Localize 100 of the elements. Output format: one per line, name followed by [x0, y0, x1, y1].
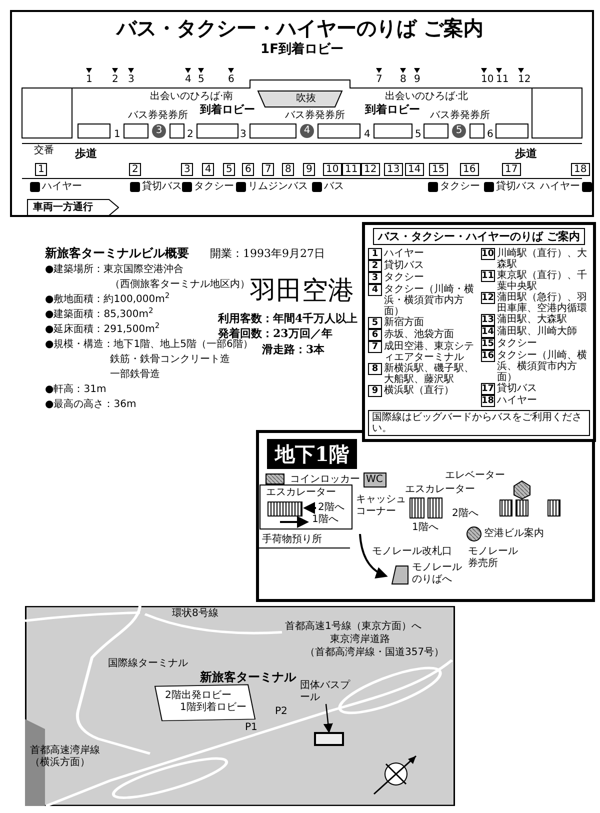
curb-number: 2	[187, 129, 194, 141]
stop-number: 18	[571, 163, 590, 176]
floor-label: WC	[366, 474, 383, 486]
area-label: 歩道	[515, 147, 537, 160]
map-label: 首都高速1号線（東京方面）へ	[285, 621, 422, 633]
spec-item: 一部鉄骨造	[110, 369, 160, 381]
map-label: 1階到着ロビー	[180, 702, 246, 714]
destination-label: 東京駅（直行）、千葉中央駅	[497, 270, 588, 292]
floor-label: エレベーター	[445, 470, 505, 482]
category-label: ハイヤー	[540, 181, 580, 193]
spec-item: ●敷地面積：約100,000m$^{2}$	[45, 294, 170, 306]
gate-number: 4	[185, 74, 192, 86]
category-label: タクシー	[440, 181, 480, 193]
stop-number: 14	[480, 326, 496, 338]
destination-label: 貸切バス	[497, 383, 538, 394]
gate-number: 1	[86, 74, 92, 86]
stop-number: 5	[223, 163, 236, 176]
stop-number: 18	[480, 395, 496, 407]
floor-label: エスカレーター	[405, 484, 475, 496]
floor-label: 空港ビル案内	[484, 528, 544, 540]
stop-number: 4	[368, 284, 382, 296]
stop-number: 17	[502, 163, 521, 176]
destination-label: タクシー	[384, 272, 424, 283]
stop-number: 10	[323, 163, 342, 176]
airport-name: 羽田空港	[250, 276, 354, 306]
panel-frame	[10, 10, 594, 217]
notice-box: 国際線はビッグバードからバスをご利用ください。	[368, 410, 590, 436]
floor-badge: 地下1階	[267, 439, 357, 469]
spec-item: ●建築面積：85,300m$^{2}$	[45, 309, 154, 321]
stop-number: 3	[368, 272, 382, 284]
spec-item: ●最高の高さ：36m	[45, 399, 136, 411]
floor-label: モノレールのりばへ	[412, 562, 463, 586]
curb-number: 1	[114, 129, 120, 141]
destination-label: 蒲田駅、大森駅	[497, 314, 568, 325]
destination-label: 成田空港、東京シティエアターミナル	[384, 341, 475, 363]
stop-number: 9	[303, 163, 316, 176]
stop-number: 7	[262, 163, 274, 176]
map-label: （首都高湾岸線・国道357号）	[305, 647, 444, 659]
spec-item: ●規模・構造：地下1階、地上5階（一部6階）	[45, 339, 253, 351]
destination-label: 新横浜駅、磯子駅、大船駅、藤沢駅	[384, 363, 475, 385]
section-heading: 新旅客ターミナルビル概要	[45, 246, 189, 260]
category-label: バス	[324, 181, 344, 193]
area-label: バス券発券所	[285, 110, 345, 122]
stop-number: 15	[429, 163, 448, 176]
gate-number: 10	[481, 74, 494, 86]
floor-label: モノレール券売所	[468, 546, 519, 570]
destination-label: 新宿方面	[384, 317, 424, 328]
area-label: 出会いのひろば·北	[385, 91, 468, 103]
area-label: 到着ロビー	[365, 103, 420, 116]
circled-number: 4	[300, 124, 314, 138]
destination-label: 川崎駅（直行）、大森駅	[497, 248, 588, 270]
map-label: P1	[245, 722, 258, 734]
stop-number: 13	[480, 314, 496, 326]
gate-number: 3	[128, 74, 134, 86]
category-label: リムジンバス	[248, 181, 308, 193]
destination-label: タクシー（川崎、横浜、横須賀市内方面）	[497, 350, 588, 383]
stop-number: 9	[368, 385, 382, 397]
gate-number: 2	[112, 74, 118, 86]
stop-number: 7	[368, 341, 382, 353]
area-label: 到着ロビー	[200, 103, 255, 116]
gate-number: 9	[414, 74, 420, 86]
map-label: 国際線ターミナル	[108, 658, 188, 670]
map-label: 2階出発ロビー	[165, 690, 232, 702]
stop-number: 5	[368, 317, 382, 329]
destination-label: 蒲田駅（急行）、羽田車庫、空港内循環	[497, 292, 588, 314]
stop-number: 12	[480, 292, 496, 304]
stop-number: 11	[480, 270, 496, 282]
destination-label: タクシー	[497, 338, 538, 349]
area-label: 吹抜	[296, 93, 316, 105]
bus-pool-area	[314, 732, 344, 746]
floor-label: モノレール改札口	[372, 546, 452, 558]
floor-label: キャッシュコーナー	[356, 494, 407, 518]
area-label: 歩道	[75, 147, 97, 160]
stop-number: 12	[361, 163, 380, 176]
gate-number: 5	[198, 74, 204, 86]
stop-number: 8	[368, 363, 382, 375]
destination-label: 横浜駅（直行）	[384, 385, 454, 396]
stop-number: 2	[368, 260, 382, 272]
stop-number: 11	[342, 163, 361, 176]
page-title: バス・タクシー・ハイヤーのりば ご案内	[116, 16, 484, 40]
spec-item: ●延床面積：291,500m$^{2}$	[45, 324, 160, 336]
stop-number: 2	[129, 163, 142, 176]
spec-item: （西側旅客ターミナル地区内）	[110, 279, 250, 291]
direction-label: 1階へ	[412, 522, 438, 534]
gate-number: 12	[518, 74, 531, 86]
statistic: 発着回数：23万回／年	[218, 327, 332, 340]
destination-label: 蒲田駅、川崎大師	[497, 326, 578, 337]
gate-number: 11	[496, 74, 509, 86]
curb-number: 3	[240, 129, 246, 141]
direction-label: 2階へ	[452, 508, 478, 520]
destination-label: 貸切バス	[384, 260, 424, 271]
stop-number: 14	[405, 163, 424, 176]
stop-number: 4	[202, 163, 214, 176]
stop-number: 13	[384, 163, 403, 176]
destination-label: ハイヤー	[497, 395, 538, 406]
circled-number: 5	[452, 124, 466, 138]
spec-item: 鉄筋・鉄骨コンクリート造	[110, 354, 230, 366]
curb-number: 4	[364, 129, 370, 141]
floor-label: コインロッカー	[290, 474, 360, 486]
category-label: 貸切バス	[496, 181, 536, 193]
